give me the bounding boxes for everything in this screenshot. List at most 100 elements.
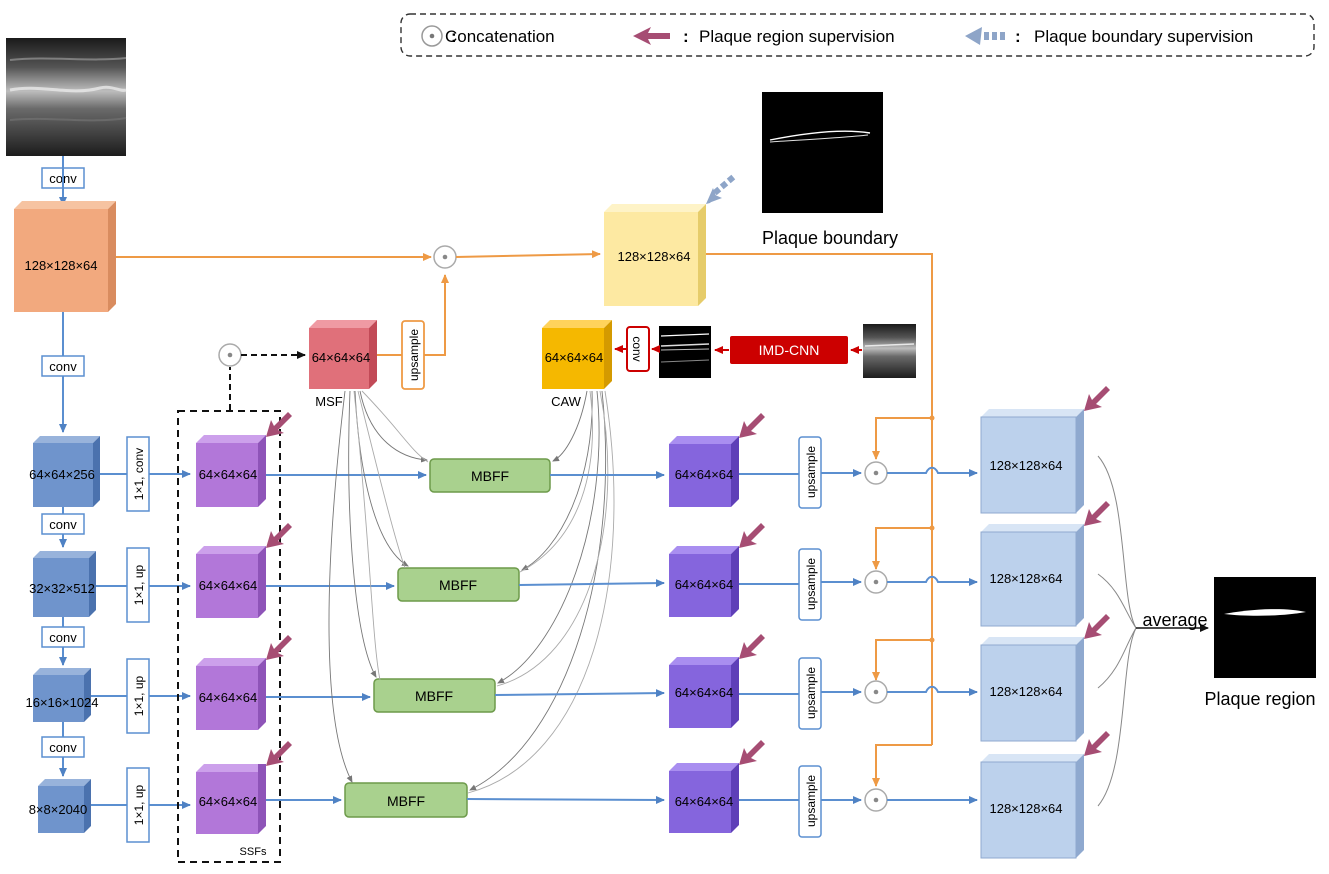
imd-feature-image xyxy=(659,326,711,378)
upsample-label-4 xyxy=(798,765,822,838)
svg-text:64×64×64: 64×64×64 xyxy=(675,577,734,592)
encoder-block-128x128x64 xyxy=(14,201,116,312)
boundary-block-128x128x64 xyxy=(604,204,706,306)
average-braces xyxy=(1097,455,1137,807)
svg-text:conv: conv xyxy=(630,336,644,361)
output-block-1 xyxy=(980,409,1084,514)
svg-text:1×1, up: 1×1, up xyxy=(132,784,146,825)
region-supervision-arrow-icon xyxy=(266,523,292,548)
upsample-label-2 xyxy=(798,548,822,621)
svg-text:128×128×64: 128×128×64 xyxy=(989,571,1062,586)
svg-text:conv: conv xyxy=(49,630,77,645)
input-ultrasound-image xyxy=(6,38,127,156)
imd-input-image xyxy=(863,324,916,378)
svg-text:1×1, conv: 1×1, conv xyxy=(132,448,146,500)
side-label-up-3 xyxy=(126,767,150,843)
encoder-block-8x8x2040 xyxy=(38,779,91,833)
plaque-region-label: Plaque region xyxy=(1204,689,1315,709)
svg-text:conv: conv xyxy=(49,740,77,755)
output-block-4 xyxy=(980,754,1084,859)
decoder-block-2 xyxy=(669,546,739,617)
svg-text:128×128×64: 128×128×64 xyxy=(617,249,690,264)
svg-text::: : xyxy=(1015,27,1021,46)
svg-text:128×128×64: 128×128×64 xyxy=(989,801,1062,816)
side-label-up-1 xyxy=(126,547,150,623)
encoder-block-64x64x256 xyxy=(33,436,100,507)
average-label: average xyxy=(1142,610,1207,630)
encoder-block-32x32x512 xyxy=(33,551,96,617)
plaque-boundary-image xyxy=(762,92,883,213)
region-supervision-arrow-icon xyxy=(266,412,292,437)
ssf-group-box xyxy=(177,410,281,863)
legend: Concatenation : : Plaque region supervis… xyxy=(400,13,1315,57)
svg-text:MBFF: MBFF xyxy=(415,688,453,704)
svg-text:32×32×512: 32×32×512 xyxy=(29,581,95,596)
legend-region-label: Plaque region supervision xyxy=(699,27,895,46)
svg-text:IMD-CNN: IMD-CNN xyxy=(759,342,820,358)
region-supervision-arrow-icon xyxy=(1084,386,1110,411)
svg-text:64×64×64: 64×64×64 xyxy=(312,350,371,365)
output-supervision-arrows xyxy=(1084,386,1110,756)
region-supervision-arrow-icon xyxy=(266,635,292,660)
svg-text:upsample: upsample xyxy=(804,775,818,827)
msf-label: MSF xyxy=(315,394,343,409)
region-supervision-arrow-icon xyxy=(739,634,765,659)
decoder-concat-nodes xyxy=(864,461,888,812)
svg-text:64×64×64: 64×64×64 xyxy=(675,794,734,809)
svg-text:upsample: upsample xyxy=(804,446,818,498)
legend-box xyxy=(400,13,1315,57)
caw-to-mbff-connections xyxy=(467,390,615,794)
svg-text:64×64×64: 64×64×64 xyxy=(199,794,258,809)
svg-text:64×64×64: 64×64×64 xyxy=(199,690,258,705)
ssf-block-3 xyxy=(196,658,266,730)
decoder-block-3 xyxy=(669,657,739,728)
svg-text:64×64×64: 64×64×64 xyxy=(675,685,734,700)
svg-text:conv: conv xyxy=(49,359,77,374)
svg-text:MBFF: MBFF xyxy=(387,793,425,809)
upsample-label-3 xyxy=(798,657,822,730)
region-supervision-arrow-icon xyxy=(266,741,292,766)
svg-text:upsample: upsample xyxy=(804,667,818,719)
svg-text:upsample: upsample xyxy=(804,558,818,610)
ssf-block-2 xyxy=(196,546,266,618)
svg-text:64×64×64: 64×64×64 xyxy=(545,350,604,365)
plaque-region-image xyxy=(1214,577,1316,678)
encoder-block-128-label: 128×128×64 xyxy=(24,258,97,273)
svg-text:upsample: upsample xyxy=(407,329,421,381)
ssf-block-1 xyxy=(196,435,266,507)
region-supervision-arrow-icon xyxy=(739,523,765,548)
mbff-block-3 xyxy=(373,678,496,713)
msf-block xyxy=(309,320,377,389)
svg-text:conv: conv xyxy=(49,517,77,532)
conv-label-5 xyxy=(41,736,85,758)
side-label-up-2 xyxy=(126,658,150,734)
caw-block xyxy=(542,320,612,389)
output-block-2 xyxy=(980,524,1084,627)
boundary-supervision-arrow-icon xyxy=(965,27,1005,45)
decoder-supervision-arrows xyxy=(739,413,765,765)
caw-label: CAW xyxy=(551,394,582,409)
svg-text:64×64×64: 64×64×64 xyxy=(675,467,734,482)
boundary-supervision-arrow-icon xyxy=(706,174,736,204)
ssf-supervision-arrows xyxy=(266,412,292,766)
conv-label-3 xyxy=(41,513,85,535)
svg-text:64×64×64: 64×64×64 xyxy=(199,578,258,593)
ssf-label: SSFs xyxy=(240,846,267,858)
region-supervision-arrow-icon xyxy=(1084,731,1110,756)
svg-text:64×64×256: 64×64×256 xyxy=(29,467,95,482)
legend-concat-label: Concatenation xyxy=(445,27,555,46)
region-supervision-arrow-icon xyxy=(1084,614,1110,639)
svg-text:8×8×2040: 8×8×2040 xyxy=(29,802,88,817)
encoder-block-16x16x1024 xyxy=(33,668,91,722)
svg-text:MBFF: MBFF xyxy=(439,577,477,593)
svg-text:MBFF: MBFF xyxy=(471,468,509,484)
plaque-boundary-label: Plaque boundary xyxy=(762,228,898,248)
ssf-block-4 xyxy=(196,764,266,834)
conv-label-2 xyxy=(41,355,85,377)
svg-text:64×64×64: 64×64×64 xyxy=(199,467,258,482)
conv-label-4 xyxy=(41,626,85,648)
svg-text::: : xyxy=(451,27,457,46)
decoder-block-1 xyxy=(669,436,739,507)
region-supervision-arrow-icon xyxy=(739,740,765,765)
